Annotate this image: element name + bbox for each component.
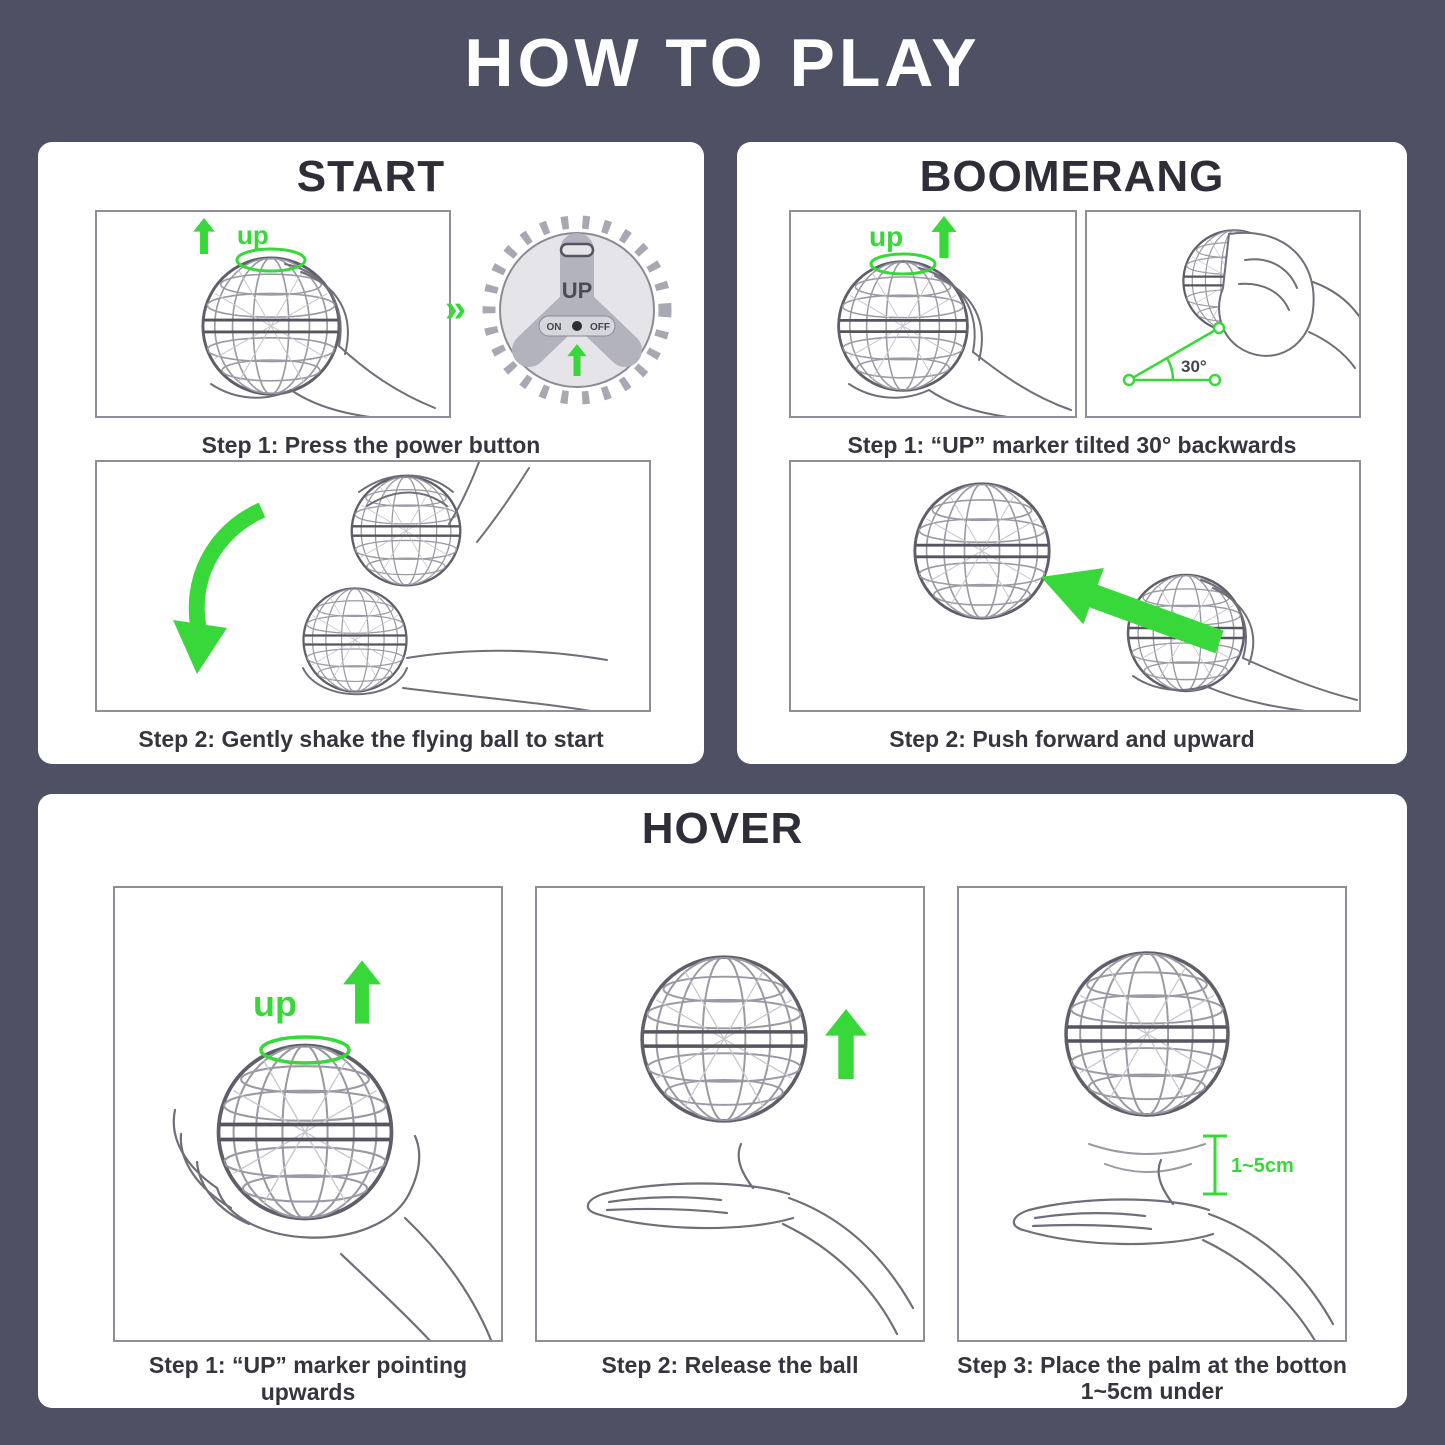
hand-knuckles (1238, 258, 1359, 369)
up-arrow-icon (193, 218, 215, 254)
hover-distance-bracket (1203, 1134, 1227, 1196)
hover-step2-illustration (586, 888, 915, 1336)
boomerang-step1-left-illustration: up (791, 216, 1072, 416)
up-label: up (869, 221, 903, 252)
shake-arrow-icon (173, 502, 266, 674)
on-label: ON (547, 322, 562, 333)
hover-panel: HOVER up (38, 794, 1407, 1408)
hover-step3-caption-line2: 1~5cm under (1080, 1378, 1224, 1404)
boomerang-panel: BOOMERANG up (737, 142, 1407, 764)
hover-waves (1088, 1143, 1206, 1173)
boomerang-step1-left-image-box: up (789, 210, 1077, 418)
power-button-diagram: UP ON OFF (482, 215, 672, 405)
hand-illustration (1132, 579, 1358, 710)
up-ring-icon (869, 252, 937, 276)
start-step1-caption: Step 1: Press the power button (201, 432, 541, 458)
boomerang-step2-caption: Step 2: Push forward and upward (889, 726, 1255, 752)
power-up-label: UP (562, 278, 593, 303)
flying-ball (1066, 953, 1228, 1115)
hand-illustration (302, 649, 608, 710)
boomerang-panel-title: BOOMERANG (919, 152, 1225, 201)
angle-label: 30° (1181, 357, 1207, 376)
page-title: HOW TO PLAY (464, 25, 981, 101)
boomerang-step1-right-illustration: 30° (1122, 212, 1359, 387)
switch-knob (572, 321, 582, 331)
flying-ball (303, 588, 406, 691)
start-panel-title: START (296, 152, 446, 201)
charging-port-icon (559, 242, 595, 258)
on-off-switch: ON OFF (538, 315, 616, 337)
up-label: up (237, 220, 269, 250)
hover-step2-image-box (535, 886, 925, 1342)
boomerang-step1-caption: Step 1: “UP” marker tilted 30° backwards (847, 432, 1297, 458)
start-step1-illustration: up (193, 218, 436, 416)
start-step2-illustration (173, 462, 608, 710)
start-step2-caption: Step 2: Gently shake the flying ball to … (138, 726, 604, 752)
hand-illustration (1012, 1158, 1335, 1340)
boomerang-step2-image-box (789, 460, 1361, 712)
hand-illustration (172, 1108, 493, 1340)
up-ring-icon (235, 247, 307, 273)
hover-panel-title: HOVER (641, 804, 804, 853)
hand-illustration (848, 267, 1072, 416)
up-ring-icon (259, 1035, 351, 1065)
flying-ball (642, 957, 806, 1121)
hand-illustration (358, 462, 530, 543)
up-arrow-icon (343, 960, 381, 1024)
hand-illustration (586, 1142, 915, 1336)
boomerang-step2-illustration (791, 462, 1358, 710)
hover-step3-caption-line1: Step 3: Place the palm at the botton (957, 1352, 1347, 1378)
start-panel: START up » (38, 142, 704, 764)
boomerang-step1-right-image-box: 30° (1085, 210, 1361, 418)
off-label: OFF (590, 322, 610, 333)
flying-ball (219, 1046, 392, 1219)
hover-step1-image-box: up (113, 886, 503, 1342)
hover-step1-caption: Step 1: “UP” marker pointing upwards (148, 1352, 468, 1405)
distance-label: 1~5cm (1231, 1155, 1294, 1177)
throw-arrow-icon (1041, 567, 1224, 654)
flying-ball (915, 484, 1049, 618)
up-arrow-icon (825, 1009, 867, 1079)
hover-step3-illustration: 1~5cm (1012, 888, 1335, 1340)
hand-illustration (1218, 231, 1315, 357)
start-step1-image-box: up (95, 210, 451, 418)
up-label: up (253, 983, 297, 1024)
hover-step2-caption: Step 2: Release the ball (601, 1352, 859, 1378)
power-tick-ring (482, 215, 672, 405)
hover-step3-image-box: 1~5cm (957, 886, 1347, 1342)
chevron-right-icon: » (445, 288, 467, 330)
hand-illustration (210, 263, 436, 416)
start-step2-image-box (95, 460, 651, 712)
up-arrow-icon (931, 216, 957, 258)
angle-30-diagram (1122, 321, 1226, 387)
hover-step1-illustration: up (172, 960, 493, 1340)
